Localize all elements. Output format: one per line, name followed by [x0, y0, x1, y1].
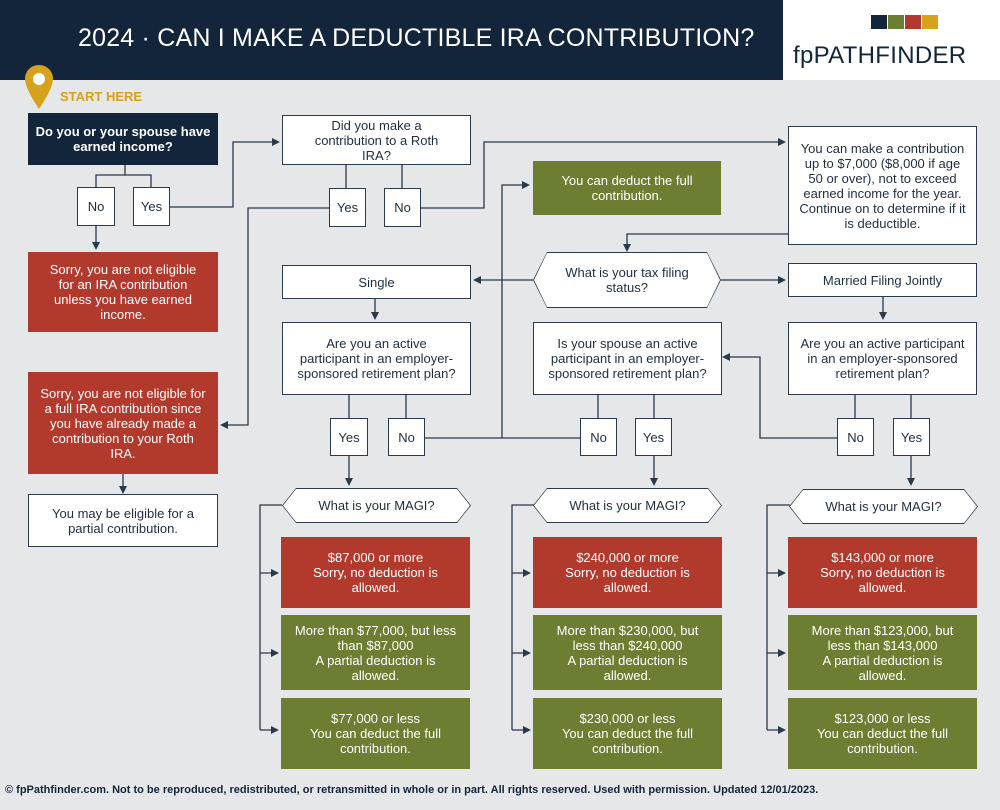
logo: fpPATHFINDER: [783, 0, 1000, 80]
roth-question: Did you make a contribution to a Roth IR…: [282, 115, 471, 165]
single-full-deduction-box: $77,000 or less You can deduct the full …: [281, 698, 470, 769]
roth-no: No: [384, 188, 421, 227]
page-title: 2024 · CAN I MAKE A DEDUCTIBLE IRA CONTR…: [78, 24, 755, 52]
mfj-box: Married Filing Jointly: [788, 263, 977, 297]
single-participant-yes: Yes: [330, 418, 368, 456]
single-box: Single: [282, 265, 471, 299]
not-eligible-no-income-box: Sorry, you are not eligible for an IRA c…: [28, 252, 218, 332]
mfj-participant-no: No: [837, 418, 874, 456]
magi-question-spouse-text: What is your MAGI?: [534, 489, 721, 522]
can-contribute-box: You can make a contribution up to $7,000…: [788, 126, 977, 245]
filing-status-text: What is your tax filing status?: [534, 253, 720, 307]
single-participant-no: No: [388, 418, 425, 456]
roth-yes: Yes: [329, 188, 366, 227]
logo-square-0: [871, 15, 887, 29]
spouse-participant-yes: Yes: [635, 418, 672, 456]
start-pin-icon: [25, 65, 53, 109]
logo-square-3: [922, 15, 938, 29]
not-eligible-roth-box: Sorry, you are not eligible for a full I…: [28, 372, 218, 474]
earned-income-yes: Yes: [133, 187, 170, 226]
logo-text: fpPATHFINDER: [793, 42, 967, 69]
spouse-full-deduction-box: $230,000 or less You can deduct the full…: [533, 698, 722, 769]
single-no-deduction-box: $87,000 or more Sorry, no deduction is a…: [281, 537, 470, 608]
spouse-participant-no: No: [580, 418, 617, 456]
magi-question-mfj: What is your MAGI?: [789, 489, 978, 524]
single-partial-deduction-box: More than $77,000, but less than $87,000…: [281, 615, 470, 690]
magi-question-single: What is your MAGI?: [282, 488, 471, 523]
mfj-no-deduction-box: $143,000 or more Sorry, no deduction is …: [788, 537, 977, 608]
single-participant-question: Are you an active participant in an empl…: [282, 322, 471, 395]
magi-question-mfj-text: What is your MAGI?: [790, 490, 977, 523]
logo-square-1: [888, 15, 904, 29]
footer-copyright: © fpPathfinder.com. Not to be reproduced…: [5, 784, 819, 796]
magi-question-single-text: What is your MAGI?: [283, 489, 470, 522]
earned-income-no: No: [77, 187, 115, 226]
spouse-participant-question: Is your spouse an active participant in …: [533, 322, 722, 395]
spouse-no-deduction-box: $240,000 or more Sorry, no deduction is …: [533, 537, 722, 608]
mfj-participant-yes: Yes: [893, 418, 930, 456]
filing-status-question: What is your tax filing status?: [533, 252, 721, 308]
spouse-partial-deduction-box: More than $230,000, but less than $240,0…: [533, 615, 722, 690]
deduct-full-top-box: You can deduct the full contribution.: [533, 161, 721, 215]
earned-income-question: Do you or your spouse have earned income…: [28, 113, 218, 165]
header-bar: 2024 · CAN I MAKE A DEDUCTIBLE IRA CONTR…: [0, 0, 1000, 80]
mfj-participant-question: Are you an active participant in an empl…: [788, 322, 977, 395]
mfj-partial-deduction-box: More than $123,000, but less than $143,0…: [788, 615, 977, 690]
logo-square-2: [905, 15, 921, 29]
magi-question-spouse: What is your MAGI?: [533, 488, 722, 523]
start-here-label: START HERE: [60, 89, 143, 104]
partial-eligible-box: You may be eligible for a partial contri…: [28, 494, 218, 547]
mfj-full-deduction-box: $123,000 or less You can deduct the full…: [788, 698, 977, 769]
